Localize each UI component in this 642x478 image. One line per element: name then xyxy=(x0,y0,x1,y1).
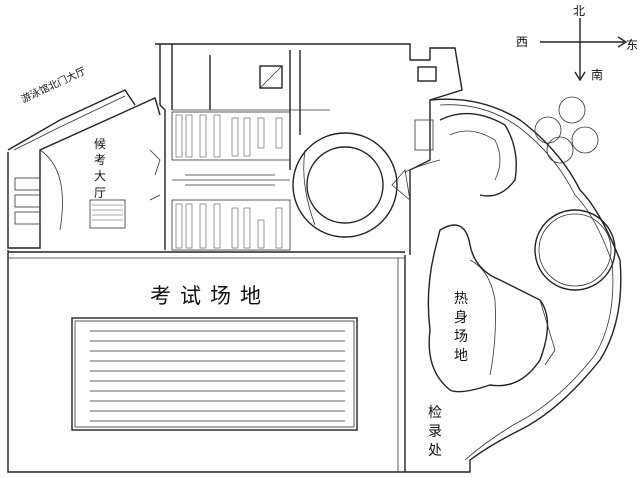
round-hall xyxy=(292,132,411,238)
compass-north-label: 北 xyxy=(573,4,586,18)
compass-south-label: 南 xyxy=(591,68,604,82)
compass-east-label: 东 xyxy=(626,38,639,52)
compass-rose xyxy=(540,18,628,82)
exam-area-label: 考试场地 xyxy=(150,284,270,308)
waiting-hall-label: 候考大厅 xyxy=(93,137,106,200)
checkin-label: 检录处 xyxy=(428,405,442,459)
warmup-area-label: 热身场地 xyxy=(454,291,468,364)
compass-west-label: 西 xyxy=(516,35,529,49)
competition-pool xyxy=(71,317,358,431)
east-wing xyxy=(404,96,622,473)
locker-rooms xyxy=(171,111,291,251)
waiting-hall-area xyxy=(14,149,161,231)
pool-lane-lines xyxy=(90,330,345,422)
exam-hall-outline xyxy=(7,250,406,473)
